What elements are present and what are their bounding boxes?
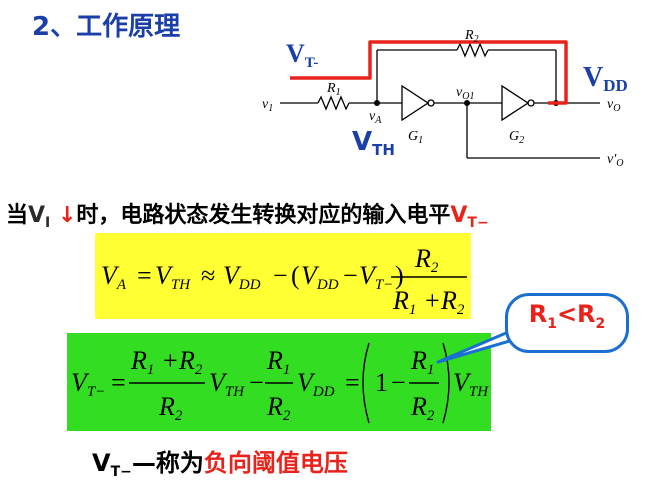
footer-definition: VT−—称为负向阈值电压: [92, 443, 348, 480]
svg-text:VDD: VDD: [301, 261, 339, 293]
svg-text:−: −: [249, 368, 264, 397]
svg-text:VT−: VT−: [71, 368, 105, 400]
svg-text:=: =: [137, 261, 152, 290]
equation-va: VA = VTH ≈ VDD − ( VDD − VT− ) R2 R1 + R…: [101, 244, 467, 318]
statement-vt: V: [450, 203, 468, 228]
svg-text:+: +: [163, 346, 178, 375]
label-vdd: VDD: [583, 62, 628, 95]
equation-va-box: [95, 233, 471, 319]
svg-text:R1: R1: [266, 346, 290, 378]
statement-vi: V: [28, 203, 46, 228]
label-v1: v1: [262, 97, 273, 114]
svg-text:VDD: VDD: [297, 368, 335, 400]
down-arrow-icon: ↓: [57, 203, 77, 228]
node-va-dot: [374, 100, 380, 106]
statement-text: 时，电路状态发生转换对应的输入电平: [76, 203, 451, 228]
title-number: 2: [32, 12, 51, 42]
label-vo: vO: [607, 97, 620, 114]
svg-text:=: =: [345, 368, 360, 397]
highlight-path: [290, 40, 568, 105]
equation-vt-box: [67, 333, 491, 431]
title-text: 工作原理: [76, 12, 181, 42]
svg-text:VDD: VDD: [223, 261, 261, 293]
svg-text:1: 1: [375, 368, 388, 397]
svg-text:VT−: VT−: [359, 261, 393, 293]
callout-text: R1<R2: [528, 300, 606, 332]
svg-text:−: −: [391, 368, 406, 397]
label-va: vA: [369, 109, 382, 126]
slide-title: 2、工作原理: [32, 6, 180, 43]
label-r1: R1: [326, 81, 341, 98]
label-g1: G1: [408, 129, 423, 146]
svg-text:R1: R1: [130, 346, 154, 378]
label-vo1: vO1: [456, 85, 474, 102]
label-r2: R2: [464, 28, 479, 45]
svg-text:R1: R1: [410, 346, 434, 378]
svg-text:R2: R2: [266, 392, 291, 424]
svg-text:VTH: VTH: [155, 261, 191, 293]
svg-text:R2: R2: [158, 392, 183, 424]
svg-text:+: +: [425, 286, 440, 315]
svg-text:R1: R1: [392, 286, 416, 318]
svg-text:−: −: [273, 261, 288, 290]
svg-text:VTH: VTH: [209, 368, 245, 400]
svg-text:R2: R2: [178, 346, 203, 378]
footer-dash: —: [131, 449, 156, 477]
callout-bubble: [505, 293, 629, 353]
footer-text-red: 负向阈值电压: [203, 449, 348, 477]
footer-text-black: 称为: [155, 449, 204, 477]
svg-text:−: −: [343, 261, 358, 290]
svg-text:≈: ≈: [201, 261, 215, 290]
svg-text:R2: R2: [410, 392, 435, 424]
statement-vt-sub: T−: [467, 215, 489, 231]
label-vth: VTH: [352, 127, 395, 159]
node-vo1-dot: [464, 100, 470, 106]
schmitt-trigger-circuit: v1 R1 R2 vA vO1 G1 G2 vO v′O VT- VTH VDD: [262, 28, 628, 169]
transition-statement: 当VI ↓时，电路状态发生转换对应的输入电平VT−: [6, 197, 489, 231]
footer-vt: V: [92, 449, 111, 477]
equation-vt: VT− = R1 + R2 R2 VTH − R1 R2 VDD = 1 − R…: [71, 342, 489, 424]
svg-text:R2: R2: [440, 286, 465, 318]
footer-vt-sub: T−: [110, 464, 132, 480]
title-separator: 、: [50, 12, 77, 42]
svg-text:(: (: [291, 261, 300, 290]
label-vo-prime: v′O: [607, 152, 624, 169]
svg-text:): ): [395, 261, 404, 290]
svg-text:VTH: VTH: [453, 368, 489, 400]
statement-vi-sub: I: [45, 215, 51, 231]
statement-prefix: 当: [6, 203, 29, 228]
svg-text:VA: VA: [101, 261, 127, 293]
label-vt-minus: VT-: [286, 39, 318, 71]
svg-text:=: =: [111, 368, 126, 397]
svg-text:R2: R2: [414, 244, 439, 276]
label-g2: G2: [509, 129, 524, 146]
